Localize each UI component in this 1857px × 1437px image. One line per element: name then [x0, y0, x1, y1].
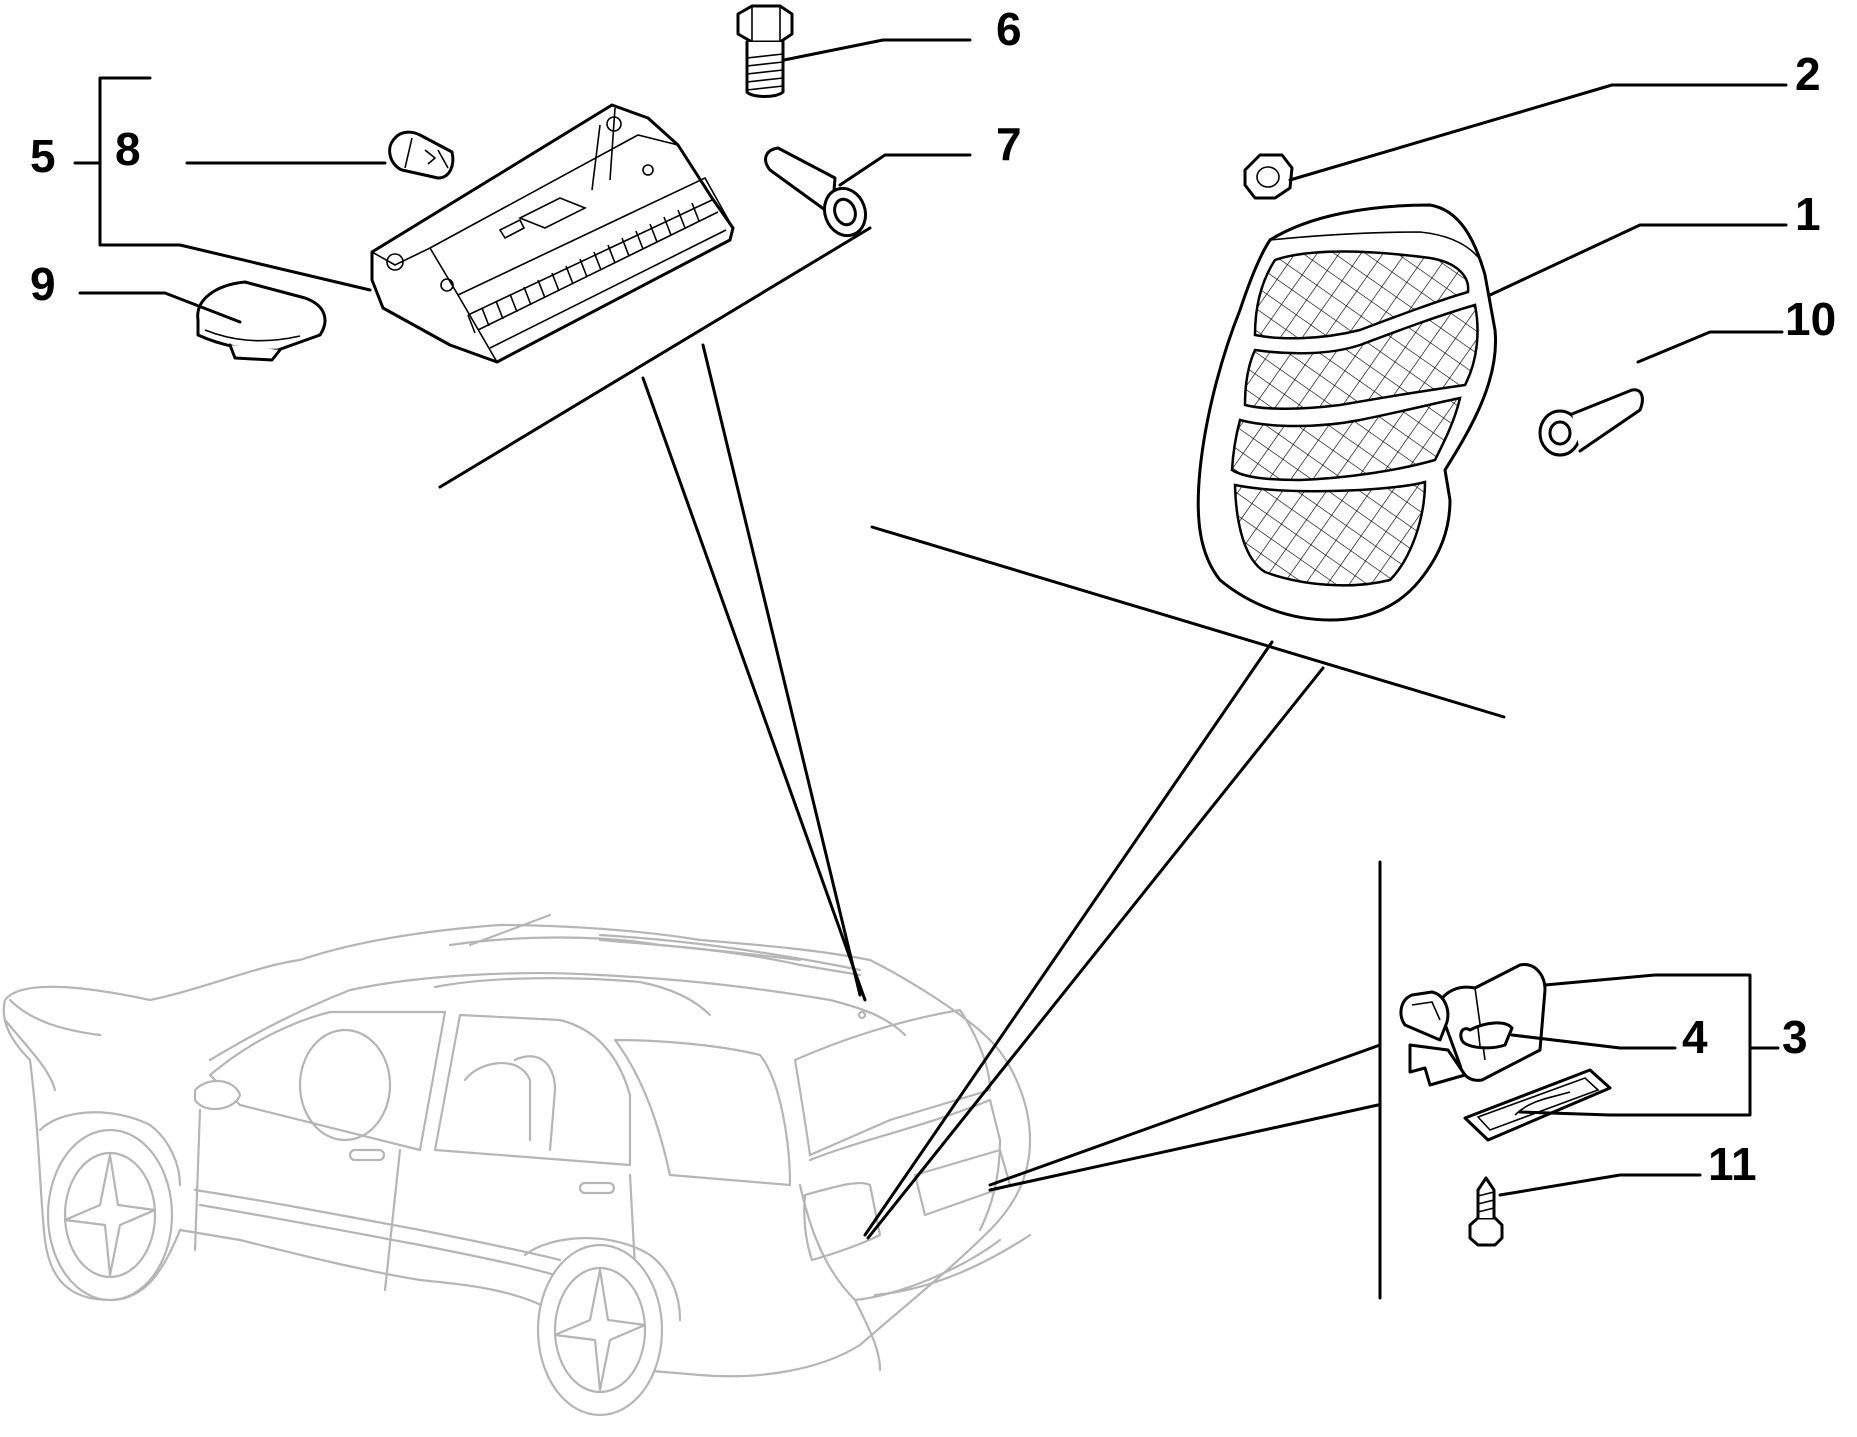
- callout-1: 1: [1795, 188, 1821, 240]
- spacer-part-7: [764, 146, 868, 238]
- license-lamp-part-3: [1399, 963, 1547, 1087]
- bulb-part-4: [1459, 1021, 1514, 1050]
- plug-cap-part-9: [196, 280, 327, 362]
- station-wagon-car: [2, 913, 1032, 1417]
- nut-part-2: [1243, 153, 1294, 200]
- callout-5: 5: [30, 130, 56, 182]
- callout-2: 2: [1795, 48, 1821, 100]
- bolt-part-6: [736, 4, 794, 98]
- callout-3: 3: [1782, 1011, 1808, 1063]
- license-lamp-lens: [1463, 1068, 1612, 1142]
- callout-9: 9: [30, 258, 56, 310]
- callout-labels: 5 8 9 6 7 2 1 10 4 3 11: [30, 3, 1836, 1190]
- brake-light-housing: [370, 103, 735, 364]
- leader-lines: [73, 38, 1788, 1300]
- callout-8: 8: [115, 123, 141, 175]
- callout-4: 4: [1682, 1011, 1708, 1063]
- callout-6: 6: [996, 3, 1022, 55]
- bulb-part-8: [388, 130, 455, 180]
- callout-7: 7: [996, 118, 1022, 170]
- tail-light-part-1: [1196, 203, 1498, 622]
- screw-part-11: [1468, 1176, 1504, 1247]
- callout-10: 10: [1785, 293, 1836, 345]
- callout-11: 11: [1708, 1138, 1757, 1190]
- spacer-part-10: [1538, 388, 1644, 457]
